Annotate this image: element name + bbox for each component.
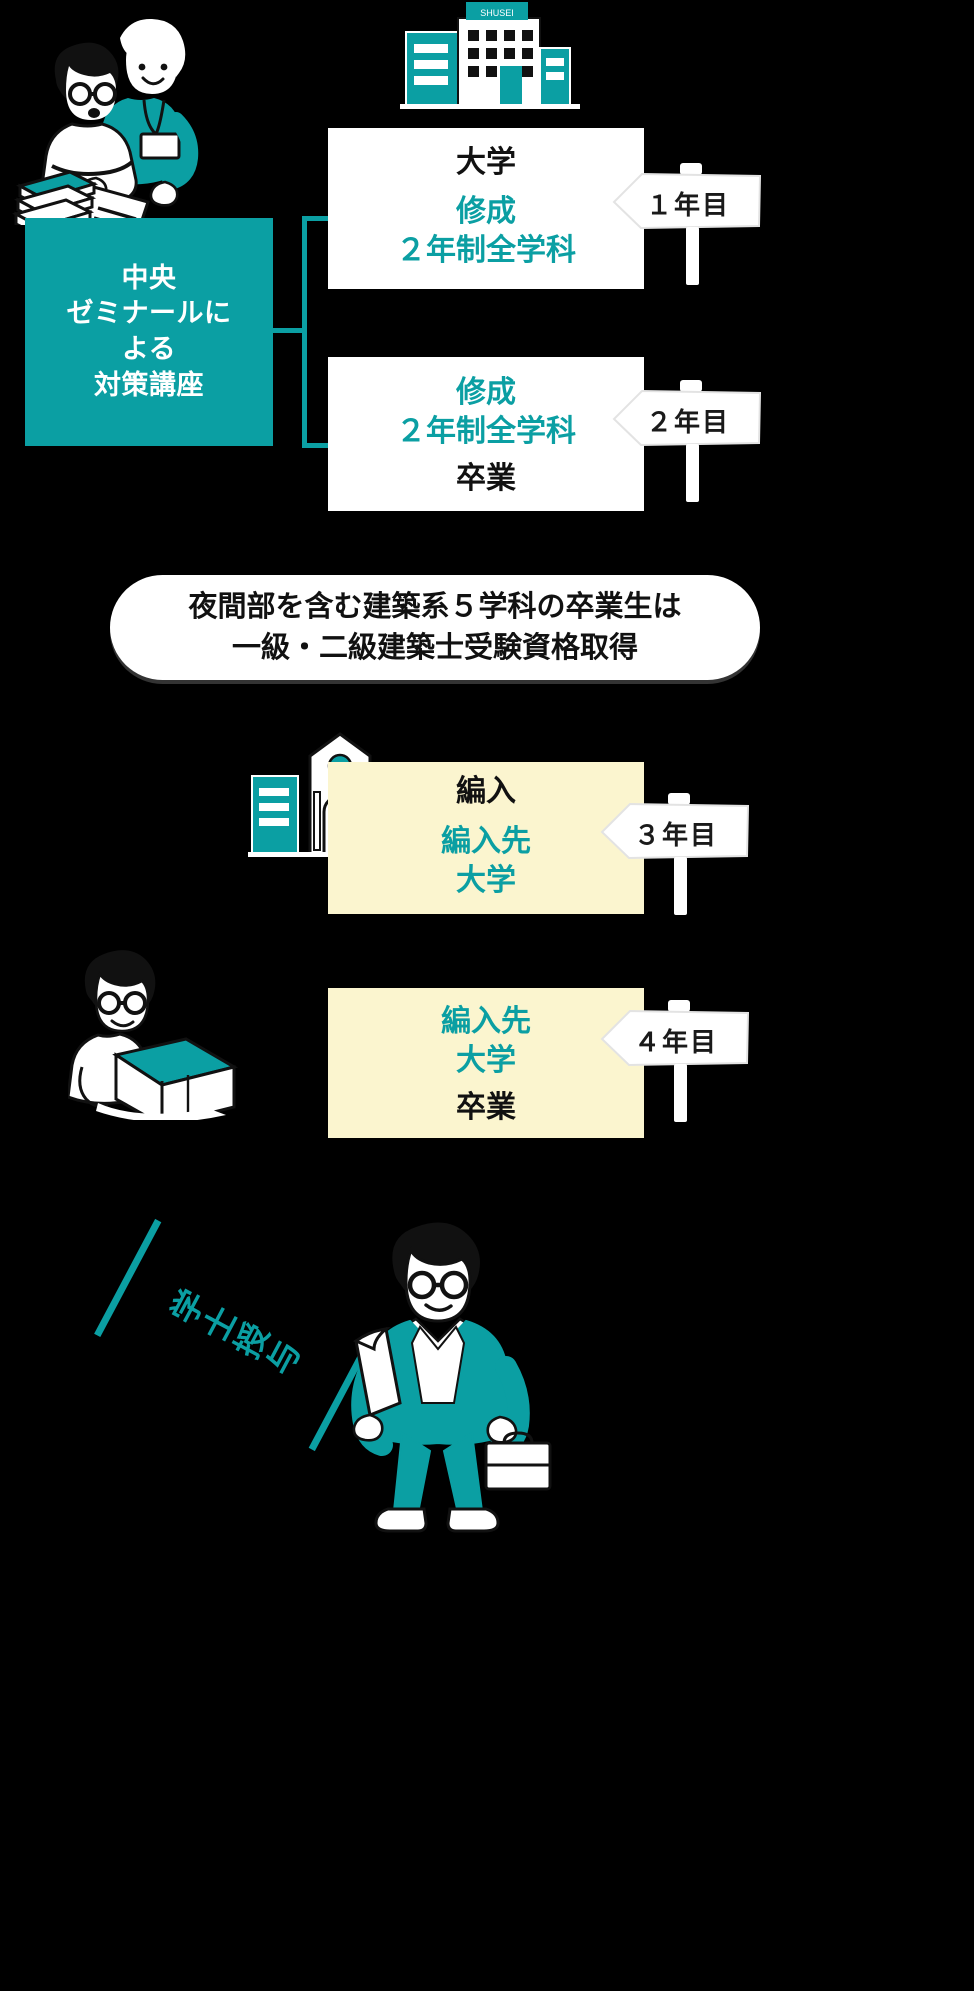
signpost-year-4-plate [600, 1008, 750, 1068]
year-box-4-mid-line-1: 編入先 [441, 1005, 531, 1039]
signpost-year-1-label: １年目 [646, 190, 731, 221]
signpost-year-4-knob [668, 1000, 690, 1012]
signpost-year-4-label: ４年目 [634, 1027, 719, 1058]
bracket-vertical-line [302, 216, 307, 448]
qualification-banner-text: 夜間部を含む建築系５学科の卒業生は 一級・二級建築士受験資格取得 [188, 587, 681, 667]
year-box-2: 修成 ２年制全学科 卒業 [328, 357, 644, 511]
main-course-label: 中央 ゼミナールに よる 対策講座 [67, 261, 232, 404]
main-course-line-3: よる [121, 334, 177, 364]
qualification-banner: 夜間部を含む建築系５学科の卒業生は 一級・二級建築士受験資格取得 [110, 575, 760, 680]
main-course-line-4: 対策講座 [94, 369, 204, 400]
qualification-banner-line-1: 夜間部を含む建築系５学科の卒業生は [188, 591, 682, 624]
signpost-year-3: ３年目 [600, 793, 750, 915]
signpost-year-2-label: ２年目 [646, 407, 731, 438]
year-box-1-mid-line-2: ２年制全学科 [396, 234, 576, 268]
signpost-year-1-plate [612, 171, 762, 231]
year-box-4-mid-label: 編入先 大学 [441, 1002, 531, 1080]
main-course-box: 中央 ゼミナールに よる 対策講座 [25, 218, 273, 446]
graduate-illustration [290, 1215, 580, 1555]
signpost-year-3-knob [668, 793, 690, 805]
signpost-year-2-plate [612, 388, 762, 448]
main-course-line-1: 中央 [121, 262, 177, 293]
main-course-line-2: ゼミナールに [66, 298, 232, 329]
year-box-3-mid-line-2: 大学 [456, 863, 516, 897]
signpost-year-3-label: ３年目 [634, 820, 719, 851]
qualification-banner-line-2: 一級・二級建築士受験資格取得 [231, 631, 638, 664]
year-box-2-bottom-label: 卒業 [456, 462, 516, 496]
year-box-4: 編入先 大学 卒業 [328, 988, 644, 1138]
year-box-2-mid-label: 修成 ２年制全学科 [396, 373, 576, 451]
school-building-illustration: SHUSEI [400, 0, 580, 120]
bracket-stub-top [302, 216, 334, 221]
svg-text:SHUSEI: SHUSEI [480, 8, 514, 18]
signpost-year-1: １年目 [612, 163, 762, 285]
year-box-3-top-label: 編入 [456, 775, 516, 809]
signpost-year-2-knob [680, 380, 702, 392]
year-box-4-bottom-label: 卒業 [456, 1091, 516, 1125]
bracket-connector [272, 206, 334, 456]
year-box-3-mid-line-1: 編入先 [441, 824, 531, 858]
signpost-year-2-post [686, 444, 699, 502]
year-box-1-mid-line-1: 修成 [456, 195, 516, 229]
signpost-year-4-post [674, 1064, 687, 1122]
signpost-year-1-knob [680, 163, 702, 175]
year-box-1-mid-label: 修成 ２年制全学科 [396, 192, 576, 270]
signpost-year-3-plate [600, 801, 750, 861]
bracket-stub-bottom [302, 443, 334, 448]
year-box-1-top-label: 大学 [456, 145, 516, 179]
signpost-year-3-post [674, 857, 687, 915]
year-box-3-mid-label: 編入先 大学 [441, 822, 531, 900]
signpost-year-1-post [686, 227, 699, 285]
student-reading-illustration [66, 935, 258, 1127]
signpost-year-4: ４年目 [600, 1000, 750, 1122]
counseling-illustration [8, 10, 238, 246]
year-box-3: 編入 編入先 大学 [328, 762, 644, 914]
bracket-stub-middle [272, 328, 305, 333]
year-box-1: 大学 修成 ２年制全学科 [328, 128, 644, 289]
year-box-2-mid-line-2: ２年制全学科 [396, 415, 576, 449]
year-box-4-mid-line-2: 大学 [456, 1044, 516, 1078]
signpost-year-2: ２年目 [612, 380, 762, 502]
year-box-2-mid-line-1: 修成 [456, 376, 516, 410]
